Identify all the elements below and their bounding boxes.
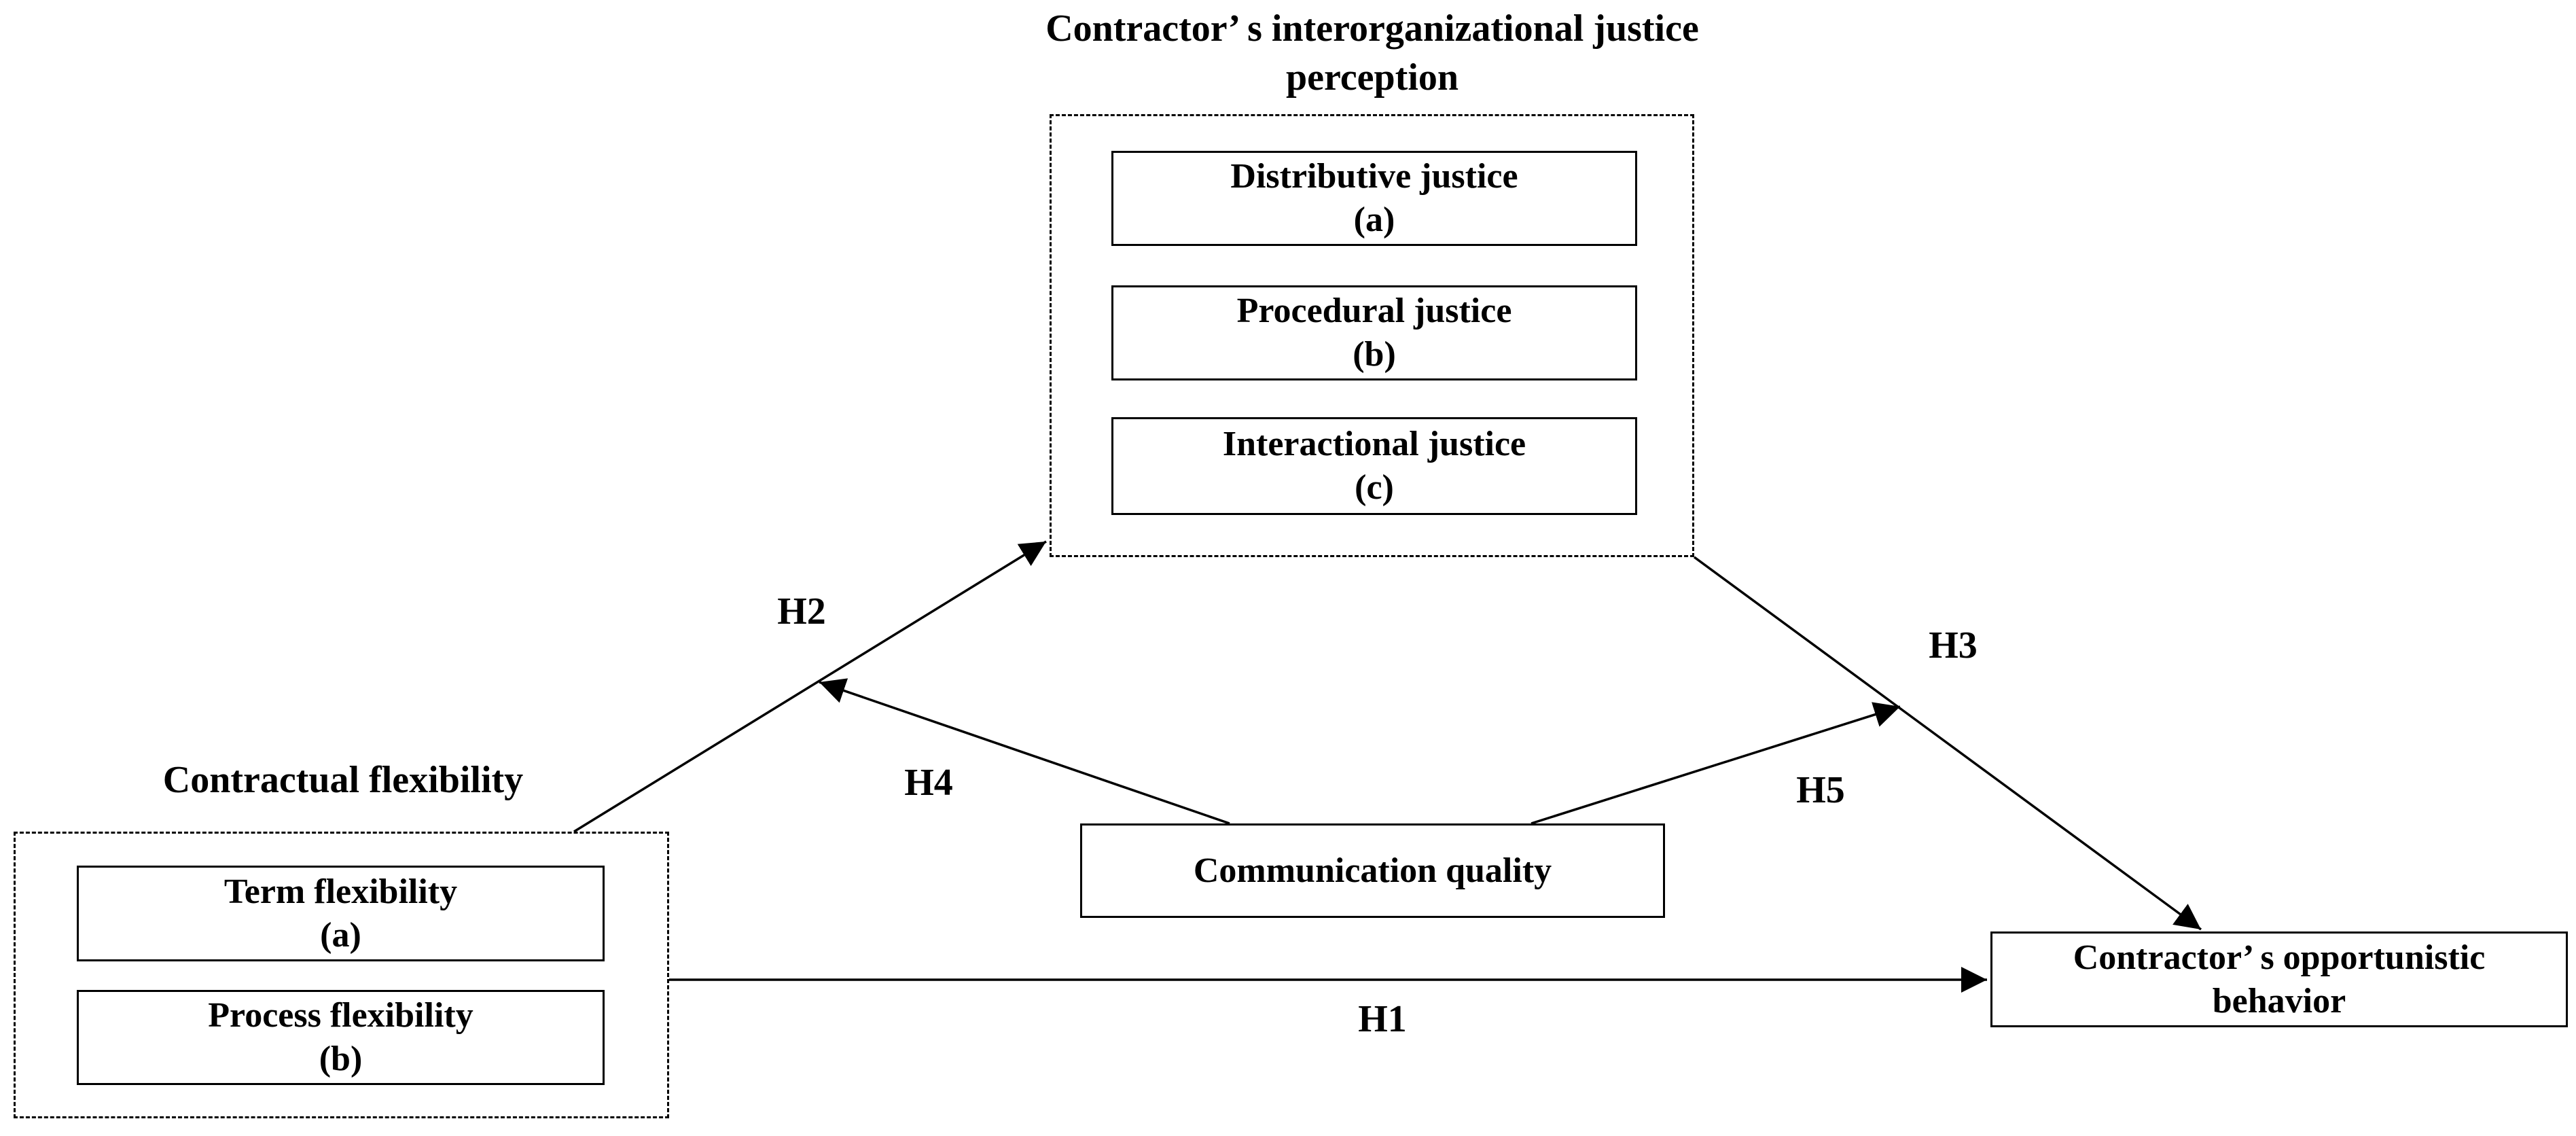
node-term-flexibility-sub: (a) [320, 915, 361, 955]
node-distributive-justice: Distributive justice (a) [1111, 151, 1637, 246]
node-procedural-justice-label: Procedural justice [1236, 291, 1512, 330]
edge-h3-arrow [1693, 556, 2202, 931]
node-procedural-justice-sub: (b) [1353, 335, 1396, 374]
node-communication-quality-label: Communication quality [1193, 851, 1552, 890]
node-interactional-justice-label: Interactional justice [1222, 425, 1526, 463]
node-process-flexibility-label: Process flexibility [208, 996, 473, 1035]
contractual-group-title: Contractual flexibility [71, 756, 615, 804]
edge-h5-label: H5 [1796, 769, 1845, 811]
node-contractors-opportunistic-behavior-sub: behavior [2212, 981, 2346, 1020]
edge-h2-arrow [573, 540, 1047, 833]
node-process-flexibility: Process flexibility (b) [77, 990, 605, 1085]
justice-group-title: Contractor’ s interorganizational justic… [965, 4, 1780, 102]
node-communication-quality: Communication quality [1080, 823, 1665, 918]
node-procedural-justice: Procedural justice (b) [1111, 285, 1637, 380]
edge-h2-label: H2 [777, 590, 826, 633]
node-distributive-justice-label: Distributive justice [1230, 157, 1518, 196]
edge-h5-arrow [1531, 702, 1901, 825]
node-interactional-justice: Interactional justice (c) [1111, 417, 1637, 515]
node-distributive-justice-sub: (a) [1353, 200, 1395, 239]
edge-h4-arrow [819, 678, 1230, 825]
edge-h4-label: H4 [904, 762, 953, 804]
justice-group-title-line2: perception [1285, 56, 1459, 99]
justice-perception-group-outline [1050, 114, 1694, 557]
edge-h1-label: H1 [1358, 998, 1407, 1040]
justice-group-title-line1: Contractor’ s interorganizational justic… [1045, 7, 1699, 50]
node-process-flexibility-sub: (b) [319, 1040, 363, 1078]
edge-h3-label: H3 [1929, 624, 1978, 667]
node-term-flexibility: Term flexibility (a) [77, 866, 605, 961]
node-contractors-opportunistic-behavior: Contractor’ s opportunistic behavior [1990, 931, 2568, 1027]
node-contractors-opportunistic-behavior-label: Contractor’ s opportunistic [2073, 938, 2486, 977]
node-term-flexibility-label: Term flexibility [223, 872, 458, 911]
node-interactional-justice-sub: (c) [1355, 468, 1394, 507]
contractual-group-title-text: Contractual flexibility [162, 759, 524, 801]
contractual-flexibility-group-outline [14, 832, 669, 1118]
